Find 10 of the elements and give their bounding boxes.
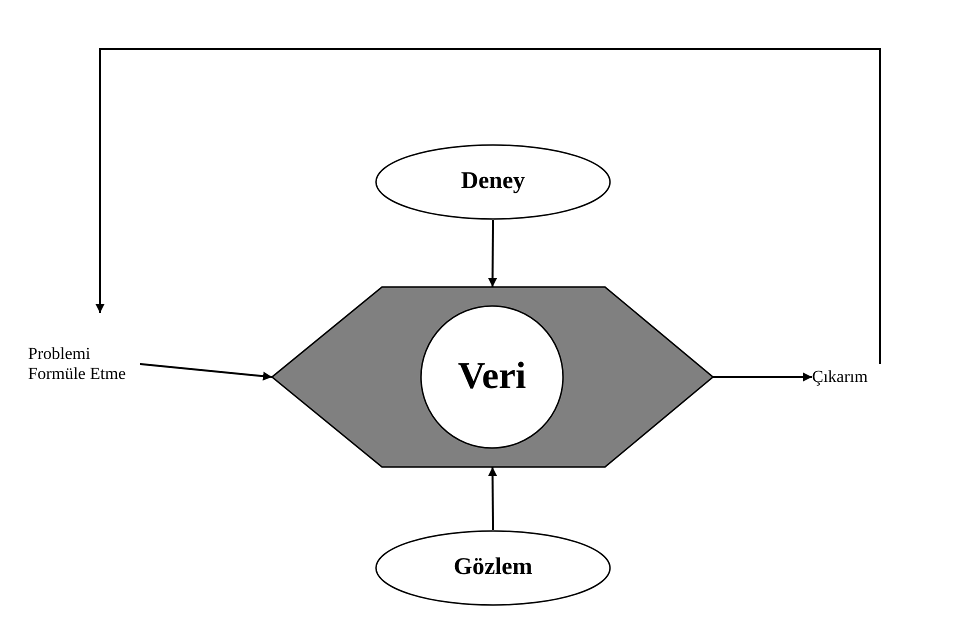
arrow	[96, 48, 881, 364]
node-label: Veri	[458, 355, 526, 399]
text-label: Problemi Formüle Etme	[28, 344, 127, 384]
node-label: Gözlem	[454, 554, 532, 582]
node-label: Deney	[461, 168, 525, 196]
arrow	[488, 220, 498, 287]
arrow	[713, 372, 812, 382]
arrow	[488, 467, 498, 530]
text-label: Çıkarım	[812, 367, 868, 387]
arrow	[140, 363, 272, 381]
